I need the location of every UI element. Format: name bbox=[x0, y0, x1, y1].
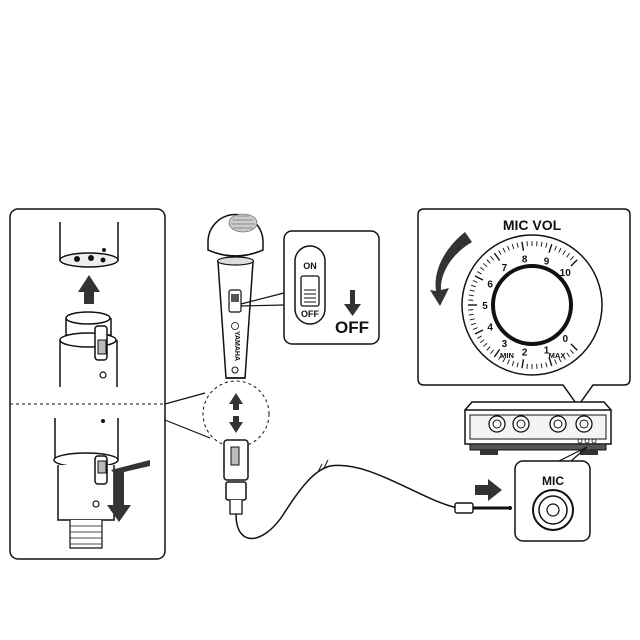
dial-tick-label: 2 bbox=[522, 347, 528, 358]
dial-minor-tick bbox=[498, 250, 502, 255]
dial-minor-tick bbox=[470, 284, 477, 288]
dial-minor-tick bbox=[540, 363, 543, 369]
dial-minor-tick bbox=[472, 327, 478, 330]
dial-tick-label: 0 bbox=[562, 334, 568, 345]
dial-major-tick bbox=[521, 241, 525, 251]
dial-minor-tick bbox=[472, 280, 478, 283]
dial-major-tick bbox=[548, 357, 553, 367]
dial-minor-tick bbox=[486, 259, 491, 264]
plug-in-arrow bbox=[475, 479, 502, 501]
dial-minor-tick bbox=[507, 359, 510, 365]
dial-minor-tick bbox=[507, 245, 510, 251]
dial-minor-tick bbox=[569, 256, 574, 261]
volume-dial: 0 1 2 34 5 67 8 9 10 bbox=[461, 234, 603, 376]
dial-minor-tick bbox=[490, 256, 495, 261]
connector-callout bbox=[164, 380, 270, 448]
dial-major-tick bbox=[474, 275, 484, 281]
dial-tick-labels: 0 1 2 34 5 67 8 9 10 bbox=[482, 255, 571, 359]
mic-jack-panel: MIC bbox=[514, 446, 591, 542]
mic-on-off-switch bbox=[228, 289, 242, 313]
dial-tick-label: 3 bbox=[502, 339, 508, 350]
dial-tick-label: 4 bbox=[487, 322, 493, 333]
dial-major-tick bbox=[570, 343, 578, 351]
dial-tick-label: 6 bbox=[487, 280, 493, 291]
dial-minor-tick bbox=[516, 242, 519, 248]
microphone: YAMAHA bbox=[207, 213, 264, 379]
dial-minor-tick bbox=[486, 346, 491, 351]
dial-minor-tick bbox=[470, 322, 477, 326]
dial-minor-tick bbox=[554, 359, 557, 365]
dial-tick-label: 5 bbox=[482, 301, 488, 312]
dial-minor-tick bbox=[562, 250, 566, 255]
volume-title: MIC VOL bbox=[503, 217, 562, 233]
dial-major-tick bbox=[570, 259, 578, 267]
dial-minor-tick bbox=[569, 349, 574, 354]
volume-min-label: MIN bbox=[500, 351, 514, 360]
amplifier-device bbox=[464, 401, 612, 455]
dial-major-tick bbox=[493, 349, 501, 358]
switch-action-label: OFF bbox=[335, 318, 369, 337]
switch-down-arrow bbox=[344, 290, 361, 316]
dial-minor-tick bbox=[566, 352, 570, 358]
switch-on-label: ON bbox=[303, 261, 317, 271]
dial-major-tick bbox=[474, 329, 484, 335]
dial-minor-tick bbox=[558, 357, 562, 363]
dial-tick-label: 9 bbox=[544, 256, 550, 267]
dial-minor-tick bbox=[554, 245, 557, 251]
dial-minor-tick bbox=[468, 294, 474, 297]
phone-plug bbox=[454, 502, 512, 514]
dial-tick-label: 10 bbox=[560, 268, 572, 279]
dial-minor-tick bbox=[477, 335, 482, 339]
dial-minor-tick bbox=[502, 247, 506, 253]
dial-minor-tick bbox=[469, 289, 475, 292]
dial-minor-tick bbox=[483, 263, 488, 268]
mic-brand: YAMAHA bbox=[233, 331, 240, 361]
xlr-connected bbox=[53, 418, 119, 549]
dial-tick-marks bbox=[468, 241, 578, 369]
xlr-plug-top bbox=[59, 311, 118, 387]
dial-minor-tick bbox=[502, 357, 506, 363]
dial-minor-tick bbox=[477, 271, 482, 275]
dial-major-tick bbox=[548, 243, 553, 253]
dial-tick-label: 7 bbox=[502, 263, 508, 274]
dial-major-tick bbox=[521, 359, 525, 369]
dial-tick-label: 1 bbox=[544, 346, 550, 357]
rotate-arrow-icon bbox=[430, 232, 472, 306]
dial-minor-tick bbox=[490, 349, 495, 354]
connector-detail-panel bbox=[9, 208, 166, 560]
jack-label: MIC bbox=[542, 474, 564, 488]
dial-minor-tick bbox=[540, 241, 543, 247]
mic-bottom-socket bbox=[59, 222, 119, 268]
dial-minor-tick bbox=[558, 247, 562, 253]
switch-detail-panel: ON OFF OFF bbox=[240, 230, 380, 345]
insert-arrow-up bbox=[78, 275, 100, 304]
dial-minor-tick bbox=[516, 362, 519, 368]
release-arrow-down bbox=[107, 460, 150, 522]
dial-minor-tick bbox=[562, 355, 566, 360]
dial-minor-tick bbox=[545, 242, 548, 248]
dial-minor-tick bbox=[498, 355, 502, 360]
mic-grille bbox=[207, 213, 264, 257]
dial-minor-tick bbox=[545, 362, 548, 368]
mic-cable bbox=[235, 464, 459, 540]
dial-tick-label: 8 bbox=[522, 255, 528, 266]
switch-off-label: OFF bbox=[301, 309, 319, 319]
dial-minor-tick bbox=[468, 313, 474, 316]
xlr-cable-plug bbox=[223, 439, 249, 515]
dial-minor-tick bbox=[511, 360, 515, 367]
dial-minor-tick bbox=[479, 267, 485, 271]
dial-major-tick bbox=[493, 252, 501, 261]
volume-detail-panel: MIC VOL 0 1 2 34 5 67 8 9 10 MIN MAX bbox=[417, 208, 631, 408]
dial-minor-tick bbox=[511, 243, 515, 250]
volume-max-label: MAX bbox=[549, 351, 566, 360]
dial-minor-tick bbox=[483, 342, 488, 347]
connect-arrows bbox=[229, 393, 243, 433]
dial-minor-tick bbox=[566, 252, 570, 258]
yamaha-logo-icon bbox=[231, 322, 239, 330]
dial-minor-tick bbox=[479, 339, 485, 343]
dial-minor-tick bbox=[469, 318, 475, 321]
